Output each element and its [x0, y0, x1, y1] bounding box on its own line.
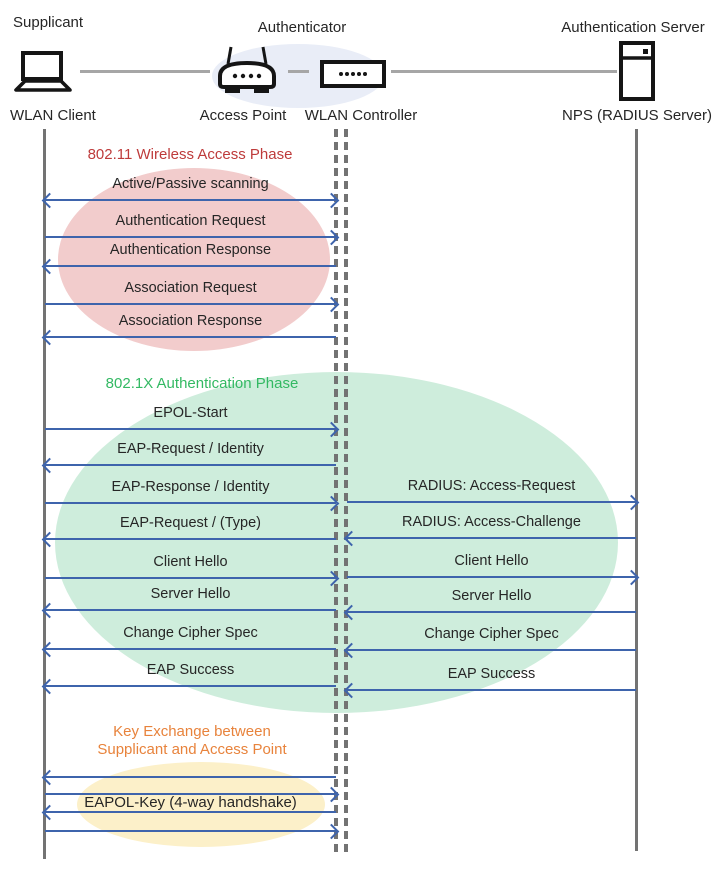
message-arrow	[41, 531, 336, 548]
phase-title-8021x: 802.1X Authentication Phase	[105, 375, 299, 392]
message-arrow	[41, 329, 336, 346]
connector-line-right	[391, 70, 617, 73]
authenticator-lifeline-right	[344, 129, 348, 857]
message-label: RADIUS: Access-Challenge	[402, 514, 581, 530]
connector-line-middle	[288, 70, 309, 73]
role-authenticator: Authenticator	[257, 19, 347, 36]
message-arrow	[45, 421, 340, 438]
message-label: Active/Passive scanning	[112, 176, 269, 192]
message-label: Association Response	[118, 313, 263, 329]
laptop-icon	[14, 51, 72, 92]
message-arrow	[41, 457, 336, 474]
server-icon	[619, 41, 655, 101]
message-label: Association Request	[124, 280, 257, 296]
message-label: EPOL-Start	[153, 405, 228, 421]
phase-title-key-exchange-line1: Key Exchange between	[113, 723, 271, 740]
phase-title-key-exchange: Key Exchange between Supplicant and Acce…	[97, 723, 286, 759]
message-label: EAP Success	[447, 666, 536, 682]
device-label-nps: NPS (RADIUS Server)	[561, 107, 713, 124]
message-arrow	[45, 495, 340, 512]
message-label: Client Hello	[454, 553, 529, 569]
message-arrow	[45, 229, 340, 246]
role-supplicant: Supplicant	[13, 14, 84, 31]
message-label: Change Cipher Spec	[424, 626, 559, 642]
message-arrow	[41, 678, 336, 695]
phase-80211-ellipse	[58, 168, 330, 351]
device-label-wlan-client: WLAN Client	[10, 107, 96, 124]
device-label-wlan-controller: WLAN Controller	[304, 107, 418, 124]
authenticator-lifeline-left	[334, 129, 338, 857]
message-label: RADIUS: Access-Request	[407, 478, 576, 494]
phase-title-key-exchange-line2: Supplicant and Access Point	[97, 741, 287, 758]
role-authentication-server: Authentication Server	[561, 19, 705, 36]
phase-title-80211: 802.11 Wireless Access Phase	[87, 146, 293, 163]
device-label-access-point: Access Point	[199, 107, 287, 124]
message-arrow	[41, 769, 336, 786]
wlan-controller-icon	[320, 60, 386, 88]
message-arrow	[347, 494, 640, 511]
message-arrow	[343, 604, 636, 621]
connector-line-left	[80, 70, 210, 73]
message-arrow	[343, 642, 636, 659]
message-arrow	[41, 258, 336, 275]
message-arrow	[343, 682, 636, 699]
key-exchange-message-label: EAPOL-Key (4-way handshake)	[84, 794, 297, 811]
message-arrow	[45, 570, 340, 587]
message-arrow	[347, 569, 640, 586]
message-label: Authentication Request	[115, 213, 266, 229]
message-label: Change Cipher Spec	[123, 625, 258, 641]
message-arrow	[45, 296, 340, 313]
message-label: EAP-Request / (Type)	[119, 515, 262, 531]
message-label: Client Hello	[153, 554, 228, 570]
message-arrow	[41, 602, 336, 619]
message-label: Authentication Response	[109, 242, 272, 258]
message-arrow	[343, 530, 636, 547]
message-label: EAP-Response / Identity	[111, 479, 270, 495]
message-label: Server Hello	[451, 588, 532, 604]
client-lifeline	[43, 129, 46, 859]
message-label: EAP-Request / Identity	[117, 441, 264, 457]
message-arrow	[41, 192, 340, 209]
server-lifeline	[635, 129, 638, 851]
access-point-icon	[218, 46, 276, 93]
message-arrow	[45, 786, 340, 803]
message-arrow	[41, 804, 336, 821]
message-arrow	[45, 823, 340, 840]
message-label: Server Hello	[150, 586, 231, 602]
message-label: EAP Success	[146, 662, 235, 678]
message-arrow	[41, 641, 336, 658]
